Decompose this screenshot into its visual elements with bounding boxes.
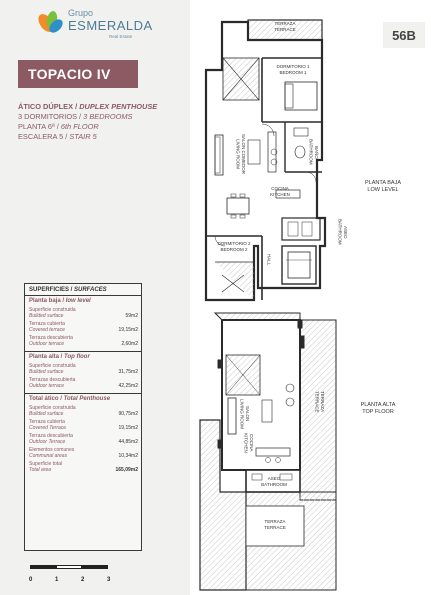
surface-value: 2,60m2	[121, 341, 138, 347]
unit-code-badge: 56B	[383, 22, 425, 48]
scale-segment	[30, 565, 56, 569]
surface-value: 59m2	[125, 313, 138, 319]
brand-name: ESMERALDA	[68, 18, 153, 33]
scale-segment	[56, 565, 82, 569]
sofa-top	[227, 397, 237, 435]
surface-label: Terraza descubierta	[29, 335, 73, 341]
brand-sub: Real Estate	[109, 34, 133, 39]
surfaces-section-title: Total ático / Total Penthouse	[29, 396, 111, 402]
dining-table	[226, 197, 250, 215]
aseo-top	[245, 469, 301, 493]
scale-label: 3	[107, 577, 111, 583]
surface-label: Superficie construida	[29, 405, 76, 411]
surface-sublabel: Builded surface	[29, 369, 64, 375]
surfaces-section-title: Planta alta / Top floor	[29, 354, 90, 360]
surface-sublabel: Covered terrace	[29, 327, 65, 333]
room-label-hall: HALL	[266, 254, 272, 266]
logo-leaf-icon	[38, 11, 63, 33]
surface-label: Terraza cubierta	[29, 321, 65, 327]
kitchen-counter	[267, 131, 277, 173]
scale-segment	[82, 565, 108, 569]
surface-label: Terraza cubierta	[29, 419, 65, 425]
surfaces-table: SUPERFICIES / SURFACES Planta baja / low…	[24, 283, 142, 551]
surface-value: 31,75m2	[118, 369, 138, 375]
aseo-low	[281, 217, 321, 241]
surface-value: 19,15m2	[118, 425, 138, 431]
page-title: TOPACIO IV	[28, 66, 111, 82]
brand-grupo: Grupo	[68, 8, 94, 18]
unit-bedrooms: 3 DORMITORIOS / 3 BEDROOMS	[18, 112, 133, 121]
surface-value: 42,25m2	[118, 383, 138, 389]
surface-value: 19,15m2	[118, 327, 138, 333]
surface-label: Superficie construida	[29, 363, 76, 369]
low-level-plan	[204, 19, 327, 302]
surface-label: Elementos comunes	[29, 447, 75, 453]
surface-sublabel: Communal areas	[29, 453, 68, 459]
surfaces-header: SUPERFICIES / SURFACES	[25, 284, 141, 296]
surface-value: 44,85m2	[118, 439, 138, 445]
surface-value: 10,34m2	[118, 453, 138, 459]
surface-sublabel: Total area	[29, 467, 52, 473]
tv-unit	[247, 139, 261, 165]
toilet	[294, 145, 306, 159]
scale-label: 1	[55, 577, 59, 583]
surface-sublabel: Builded surface	[29, 411, 64, 417]
surface-sublabel: Covered Terrace	[29, 425, 67, 431]
surface-value: 165,09m2	[115, 467, 138, 473]
bath-sink	[293, 127, 309, 137]
surface-sublabel: Outdoor Terrace	[29, 439, 66, 445]
unit-floor: PLANTA 6ª / 6th FLOOR	[18, 122, 99, 131]
surface-sublabel: Outdoor terrace	[29, 383, 65, 389]
unit-type: ÁTICO DÚPLEX / DUPLEX PENTHOUSE	[18, 102, 158, 111]
surface-label: Superficie construida	[29, 307, 76, 313]
top-floor-plan	[199, 312, 337, 591]
page-title-box: TOPACIO IV	[18, 60, 138, 88]
surface-sublabel: Builded surface	[29, 313, 64, 319]
surface-label: Terraza descubierta	[29, 433, 73, 439]
surface-label: Terrazas descubierta	[29, 377, 76, 383]
surface-sublabel: Outdoor terrace	[29, 341, 65, 347]
unit-info: ÁTICO DÚPLEX / DUPLEX PENTHOUSE 3 DORMIT…	[18, 102, 188, 142]
unit-stair: ESCALERA 5 / STAIR 5	[18, 132, 97, 141]
scale-label: 2	[81, 577, 85, 583]
kitchen-counter-top	[255, 447, 291, 457]
surface-value: 90,75m2	[118, 411, 138, 417]
brand-logo: Grupo ESMERALDA Real Estate	[36, 6, 156, 42]
scale-label: 0	[29, 577, 33, 583]
surfaces-section-title: Planta baja / low level	[29, 298, 91, 304]
elevator	[281, 245, 317, 285]
surface-label: Superficie total	[29, 461, 63, 467]
